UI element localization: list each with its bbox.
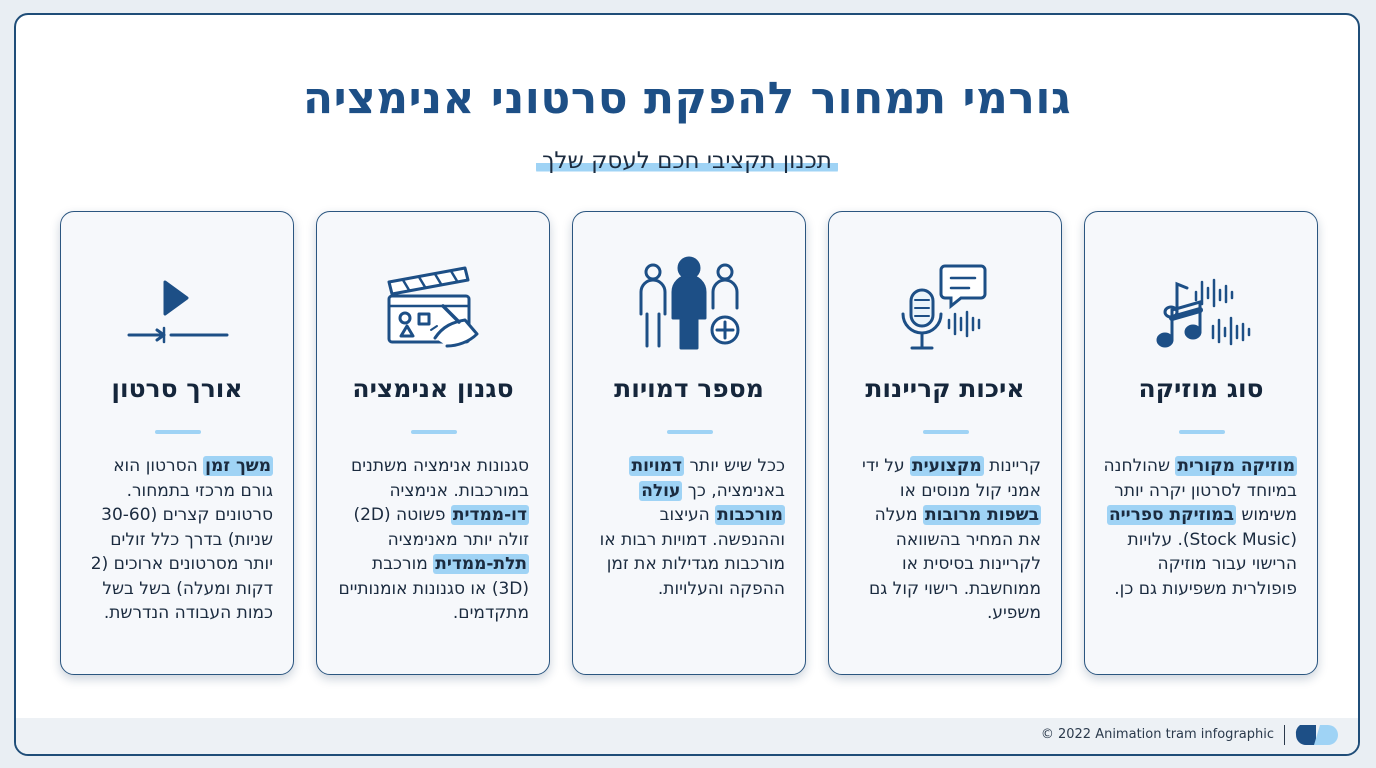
body-text: סגנונות אנימציה משתנים במורכבות. אנימציה: [350, 456, 529, 501]
card-heading: אורך סרטון: [111, 374, 243, 403]
subtitle-wrap: תכנון תקציבי חכם לעסק שלך: [16, 148, 1358, 174]
card-body: מוזיקה מקורית שהולחנה במיוחד לסרטון יקרה…: [1103, 454, 1297, 601]
characters-icon: [573, 242, 805, 352]
card-body: סגנונות אנימציה משתנים במורכבות. אנימציה…: [335, 454, 529, 626]
body-text: מעלה את המחיר בהשוואה לקריינות בסיסית או…: [868, 505, 1041, 623]
heading-divider: [411, 430, 457, 434]
card-heading: איכות קריינות: [865, 374, 1025, 403]
highlighted-term: מוזיקה מקורית: [1175, 456, 1297, 476]
body-text: קריינות: [983, 456, 1041, 476]
heading-divider: [667, 430, 713, 434]
card-heading: סגנון אנימציה: [352, 374, 514, 403]
body-text: העיצוב וההנפשה. דמויות רבות או מורכבות מ…: [599, 505, 785, 599]
heading-divider: [923, 430, 969, 434]
body-text: ככל שיש יותר: [684, 456, 785, 476]
footer-separator: [1283, 725, 1285, 745]
page-title: גורמי תמחור להפקת סרטוני אנימציה: [302, 73, 1072, 124]
body-text: הסרטון הוא גורם מרכזי בתמחור. סרטונים קצ…: [90, 456, 273, 623]
heading-divider: [1179, 430, 1225, 434]
card-animation-style: סגנון אנימציה סגנונות אנימציה משתנים במו…: [316, 211, 550, 675]
card-video-length: אורך סרטון משך זמן הסרטון הוא גורם מרכזי…: [60, 211, 294, 675]
video-length-icon: [61, 242, 293, 352]
card-voiceover-quality: איכות קריינות קריינות מקצועית על ידי אמנ…: [828, 211, 1062, 675]
highlighted-term: דו-ממדית: [450, 505, 529, 525]
highlighted-term: עולה: [639, 480, 683, 501]
page-subtitle: תכנון תקציבי חכם לעסק שלך: [536, 148, 838, 174]
card-body: משך זמן הסרטון הוא גורם מרכזי בתמחור. סר…: [79, 454, 273, 626]
body-text: (Stock Music). עלויות הרישוי עבור מוזיקה…: [1114, 529, 1297, 599]
body-text: שהולחנה במיוחד לסרטון יקרה יותר משימוש: [1103, 456, 1297, 525]
highlighted-term: דמויות: [629, 456, 685, 476]
brand-logo-icon: [1294, 723, 1338, 751]
copyright-text: © 2022 Animation tram infographic: [1040, 727, 1274, 742]
footer: © 2022 Animation tram infographic: [16, 718, 1358, 754]
body-text: פשוטה (2D) זולה יותר מאנימציה: [353, 505, 529, 550]
highlighted-term: מורכבות: [715, 505, 785, 525]
infographic-frame: גורמי תמחור להפקת סרטוני אנימציה תכנון ת…: [14, 13, 1360, 756]
highlighted-term: בשפות מרובות: [923, 505, 1041, 525]
highlighted-term: משך זמן: [203, 456, 273, 476]
highlighted-term: במוזיקת ספרייה: [1106, 505, 1236, 525]
body-text: באנימציה, כך: [682, 480, 785, 501]
music-icon: [1085, 242, 1317, 352]
body-text: על ידי אמני קול מנוסים או: [862, 456, 1041, 501]
factor-cards: סוג מוזיקה מוזיקה מקורית שהולחנה במיוחד …: [60, 211, 1320, 675]
card-music-type: סוג מוזיקה מוזיקה מקורית שהולחנה במיוחד …: [1084, 211, 1318, 675]
card-heading: מספר דמויות: [614, 374, 764, 403]
card-heading: סוג מוזיקה: [1138, 374, 1264, 403]
heading-divider: [155, 430, 201, 434]
highlighted-term: תלת-ממדית: [433, 554, 529, 574]
highlighted-term: מקצועית: [910, 456, 984, 476]
card-body: ככל שיש יותר דמויות באנימציה, כך עולה מו…: [591, 454, 785, 601]
card-character-count: מספר דמויות ככל שיש יותר דמויות באנימציה…: [572, 211, 806, 675]
card-body: קריינות מקצועית על ידי אמני קול מנוסים א…: [847, 454, 1041, 626]
microphone-icon: [829, 242, 1061, 352]
clapperboard-icon: [317, 242, 549, 352]
body-text: מורכבת (3D) או סגנונות אומנותיים מתקדמים…: [338, 554, 529, 623]
